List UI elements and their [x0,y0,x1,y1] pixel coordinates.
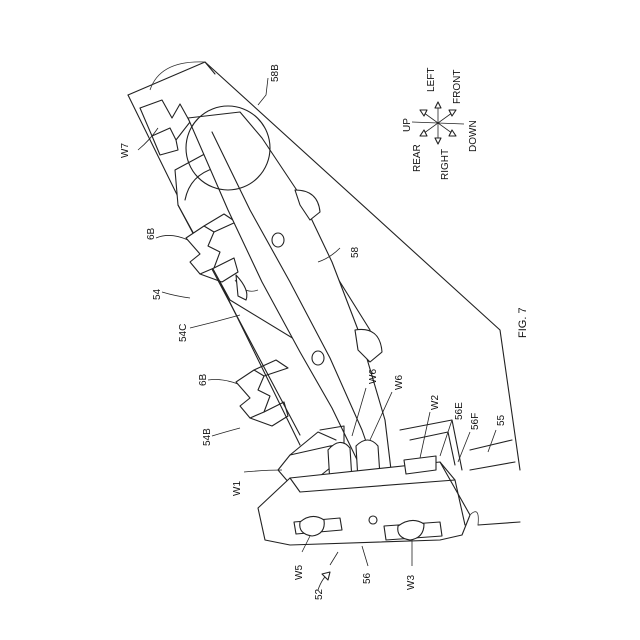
label-56: 56 [362,572,373,584]
label-58b: 58B [270,64,281,82]
label-w1: W1 [232,481,243,496]
label-w5: W5 [294,565,305,580]
arrow-52 [318,572,330,590]
label-54b: 54B [202,428,213,446]
label-56f: 56F [470,413,481,430]
label-w7: W7 [120,143,131,158]
dir-left: LEFT [426,68,437,92]
clip-6b-lower [236,360,288,426]
link-arm-58 [188,112,392,490]
dir-rear: REAR [412,144,423,172]
label-6b-lower: 6B [198,373,209,386]
label-55: 55 [496,414,507,426]
label-w6-a: W6 [368,369,379,384]
label-52: 52 [314,588,325,600]
direction-indicator: UP LEFT FRONT REAR RIGHT DOWN [402,68,479,180]
dir-front: FRONT [452,70,463,104]
dir-right: RIGHT [440,149,451,180]
label-54: 54 [152,288,163,300]
label-w2: W2 [430,395,441,410]
figure-label: FIG. 7 [517,307,529,338]
weld-clip-w7 [140,100,190,155]
label-54c: 54C [178,324,189,342]
label-w3: W3 [406,575,417,590]
dir-up: UP [402,118,413,132]
label-6b-upper: 6B [146,227,157,240]
label-56e: 56E [454,402,465,420]
label-58: 58 [350,246,361,258]
dir-down: DOWN [468,120,479,152]
label-w6-b: W6 [394,375,405,390]
